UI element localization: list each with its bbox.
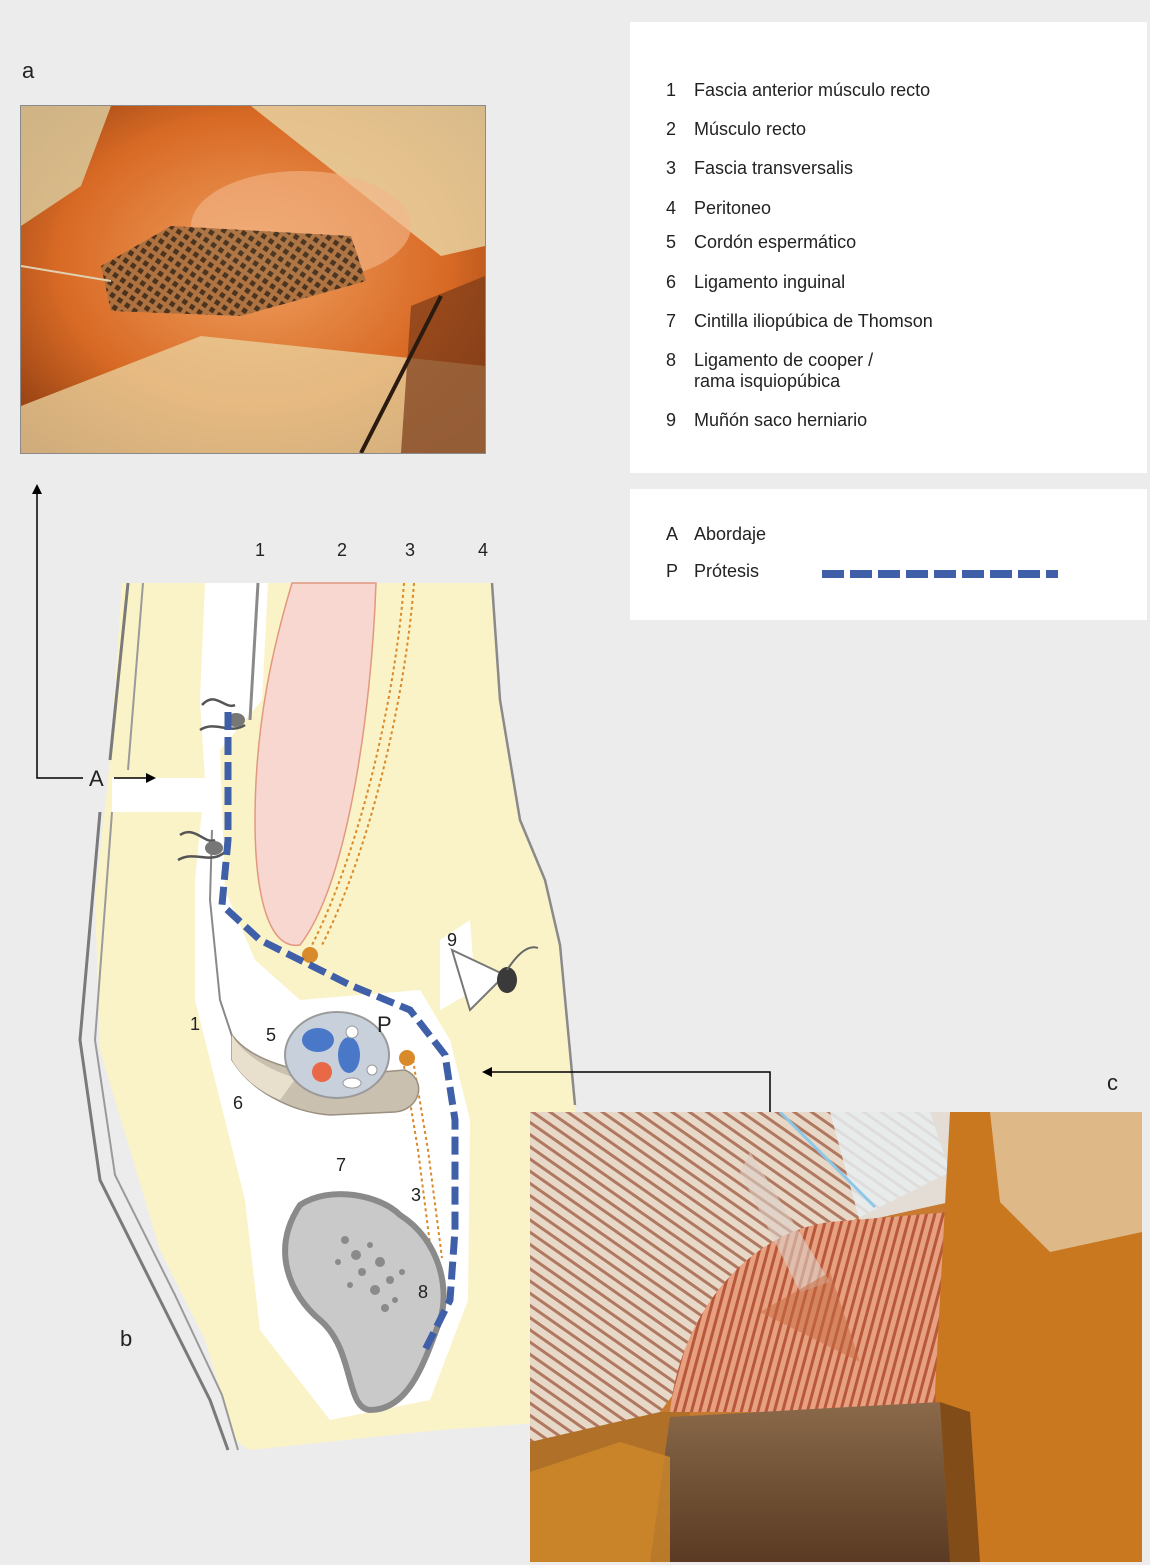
fascia-stump (302, 947, 318, 963)
label-top-4: 4 (478, 540, 488, 561)
surgical-photo-c-image (530, 1112, 1142, 1562)
cord-vessel (302, 1028, 334, 1052)
cord-duct (367, 1065, 377, 1075)
label-7: 7 (336, 1155, 346, 1176)
label-8: 8 (418, 1282, 428, 1303)
cord-duct (343, 1078, 361, 1088)
label-9: 9 (447, 930, 457, 951)
label-5: 5 (266, 1025, 276, 1046)
label-top-3: 3 (405, 540, 415, 561)
spermatic-cord (285, 1012, 389, 1098)
label-6: 6 (233, 1093, 243, 1114)
hernia-sac-knot (497, 967, 517, 993)
fascia-stump (399, 1050, 415, 1066)
label-A: A (89, 766, 104, 792)
cord-vessel (338, 1037, 360, 1073)
opening-A (112, 778, 215, 812)
label-top-1: 1 (255, 540, 265, 561)
label-top-2: 2 (337, 540, 347, 561)
label-3: 3 (411, 1185, 421, 1206)
label-P: P (377, 1012, 392, 1038)
cord-duct (346, 1026, 358, 1038)
cord-artery (312, 1062, 332, 1082)
label-1: 1 (190, 1014, 200, 1035)
arrow-head-up (32, 484, 42, 494)
suture-knot (205, 841, 223, 855)
surgical-photo-c (530, 1112, 1142, 1562)
